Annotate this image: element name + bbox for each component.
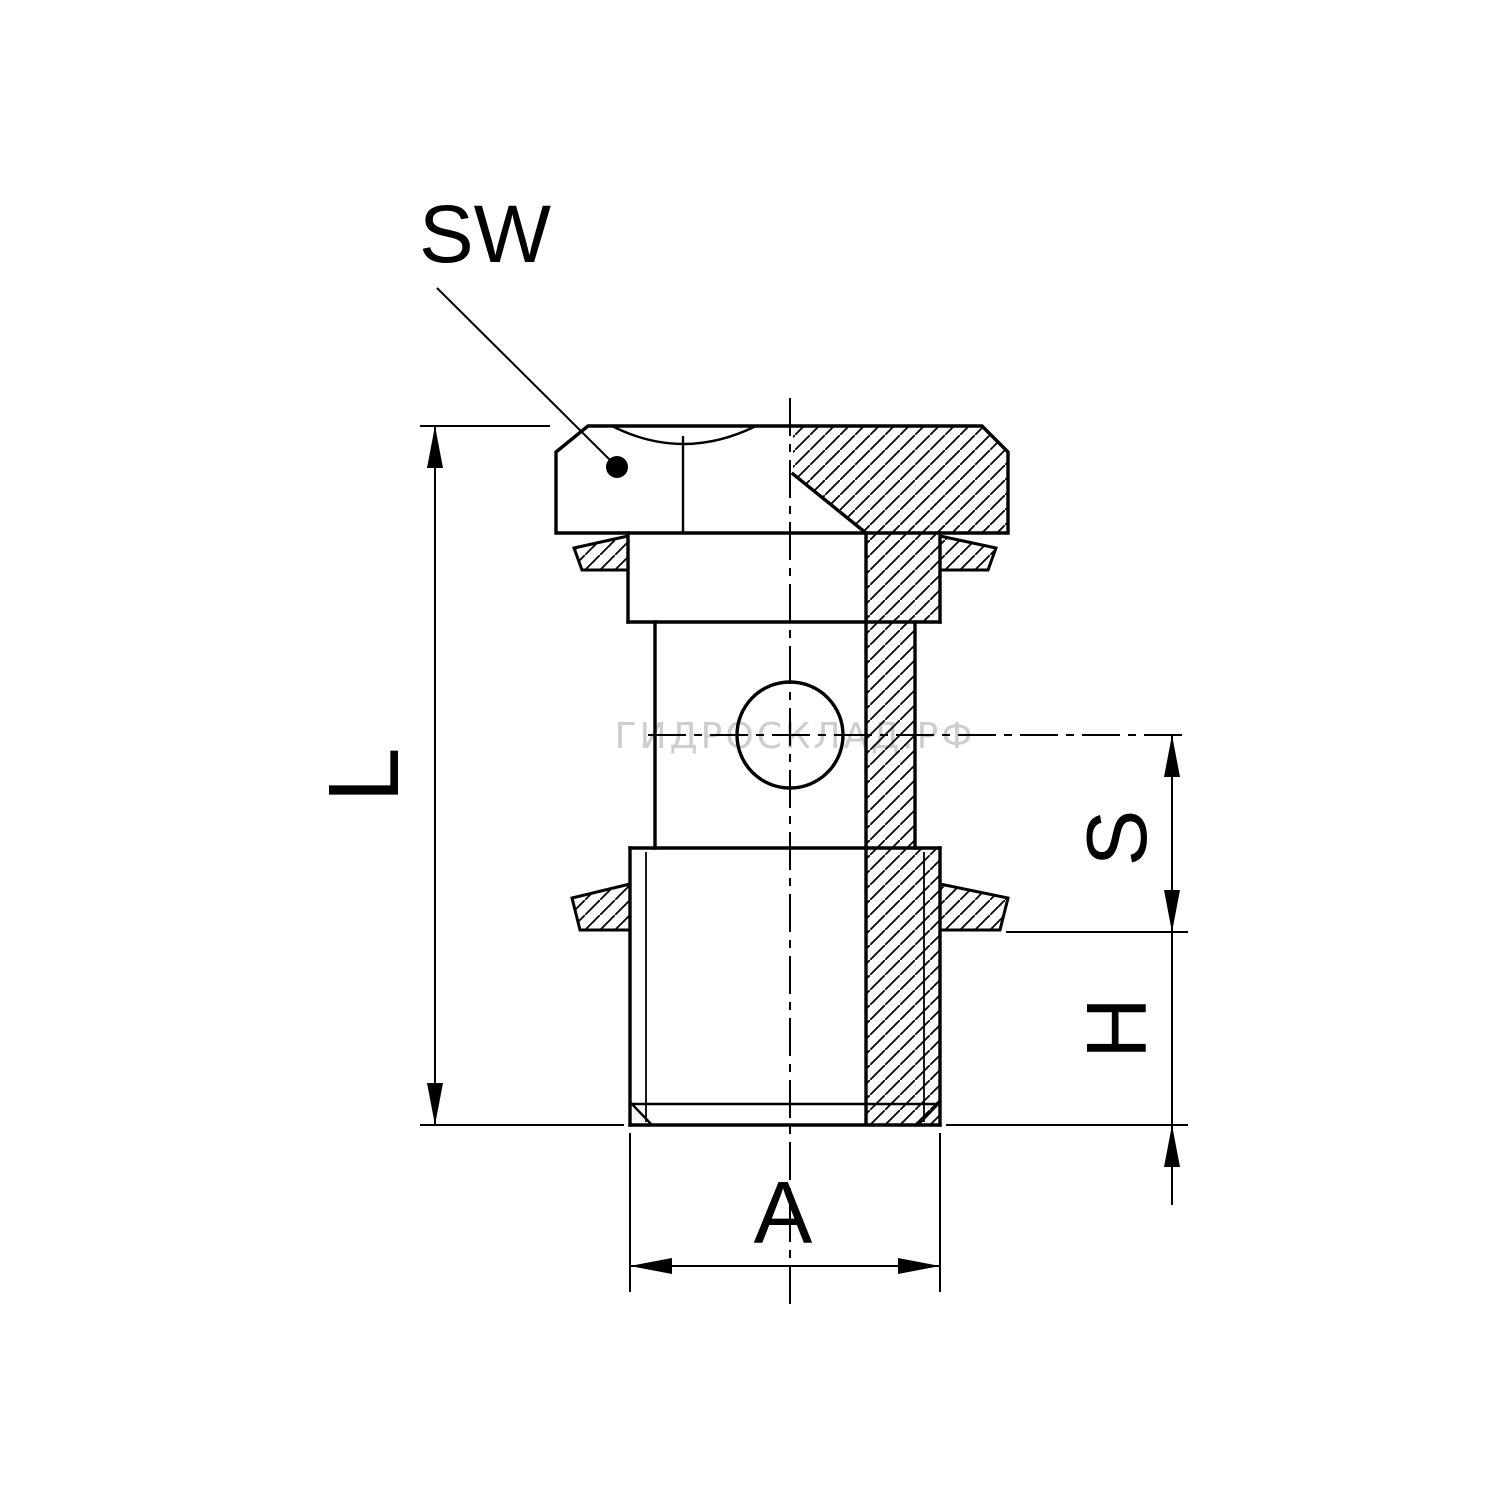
centerlines bbox=[648, 398, 1188, 1312]
dimension-A: A bbox=[629, 1133, 941, 1292]
dim-h-label: H bbox=[1070, 997, 1165, 1058]
dim-a-label: A bbox=[754, 1163, 813, 1262]
bottom-chamfer-left bbox=[629, 1101, 653, 1126]
hex-head bbox=[554, 424, 1010, 535]
dimension-L: L bbox=[308, 425, 624, 1126]
dimension-S-H: S H bbox=[946, 735, 1188, 1205]
sw-leader-line bbox=[436, 287, 612, 462]
dim-s-label: S bbox=[1070, 810, 1165, 867]
washer-tab-mid-left bbox=[570, 882, 632, 932]
watermark-text: ГИДРОСКЛАД.РФ bbox=[615, 716, 976, 757]
sw-label: SW bbox=[419, 189, 552, 280]
dim-h-arrow-bottom-icon bbox=[1164, 1125, 1180, 1167]
dim-s-arrow-bottom-icon bbox=[1164, 890, 1180, 932]
washer-tab-mid-right bbox=[938, 882, 1010, 932]
callout-SW: SW bbox=[419, 189, 628, 478]
dim-a-arrow-right-icon bbox=[898, 1258, 940, 1274]
dim-s-arrow-top-icon bbox=[1164, 735, 1180, 777]
dim-l-arrow-top-icon bbox=[427, 426, 443, 468]
bottom-chamfer-right bbox=[917, 1101, 941, 1126]
washer-tab-top-right bbox=[938, 534, 998, 572]
hex-chamfer-arc bbox=[611, 424, 757, 446]
bore-cone-line bbox=[790, 471, 869, 536]
washer-tab-top-left bbox=[572, 534, 630, 572]
sw-leader-dot-icon bbox=[606, 456, 628, 478]
dim-l-label: L bbox=[308, 747, 420, 803]
section-hatch bbox=[793, 426, 1008, 1125]
dim-a-arrow-left-icon bbox=[630, 1258, 672, 1274]
section-hatch-body bbox=[793, 426, 1008, 1125]
dim-l-arrow-bottom-icon bbox=[427, 1083, 443, 1125]
